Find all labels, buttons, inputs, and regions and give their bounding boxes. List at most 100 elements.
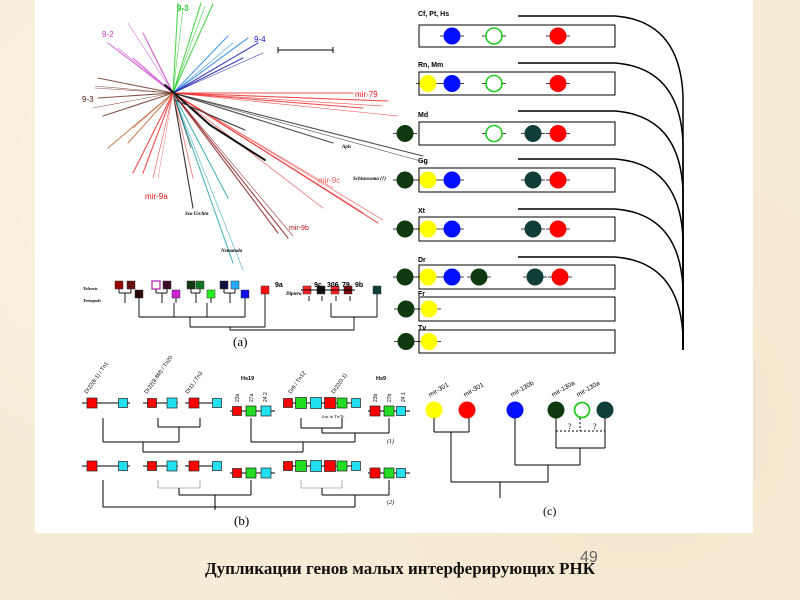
question-mark: ? — [593, 422, 597, 431]
gene-circle — [443, 220, 461, 238]
tree-branch — [92, 92, 174, 109]
gene-circle-open — [485, 27, 503, 45]
tree-branch — [172, 37, 249, 94]
label-schistosoma: Schistosoma (?) — [353, 177, 386, 182]
label-mir-9c: mir-9c — [318, 176, 340, 185]
tree-branch — [172, 92, 389, 102]
label-tetrapods: Tetrapods — [83, 298, 101, 303]
gene-box — [396, 406, 406, 416]
tree-branch — [172, 42, 259, 94]
label-dr22-01: Dr22(0.1) — [331, 373, 349, 396]
label-teleosts: Teleosts — [83, 286, 98, 291]
label-apis: Apis — [341, 145, 351, 150]
gene-circle — [443, 27, 461, 45]
tree-branch — [127, 92, 174, 144]
label-mir-79: mir-79 — [355, 90, 378, 99]
gene-circle — [526, 268, 544, 286]
label-gene: mir-130a — [551, 380, 577, 399]
species-label: Cf, Pt, Hs — [418, 11, 449, 18]
tree-branch — [172, 92, 334, 189]
label-306: 306 — [327, 282, 339, 289]
label-hs9-gene: 23b — [373, 393, 379, 402]
label-nematoda: Nematoda — [220, 249, 243, 254]
gene-box — [383, 405, 395, 417]
gene-box — [114, 280, 124, 290]
tree-branch — [172, 2, 202, 94]
label-9-3-left: 9-3 — [82, 95, 94, 104]
tree-branch — [172, 92, 334, 144]
gene-box — [219, 280, 229, 290]
gene-circle — [420, 300, 438, 318]
species-label: Rn, Mm — [418, 62, 443, 69]
gene-box — [260, 467, 272, 479]
gene-box — [336, 397, 348, 409]
tree-branch — [157, 92, 174, 179]
gene-circle — [420, 333, 438, 350]
panel-a-legend: Teleosts Tetrapods 9a Diptera 9c 306 79 … — [83, 280, 382, 331]
tree-branch — [142, 92, 174, 174]
gene-circle — [397, 333, 415, 350]
label-hs9-gene: 24.1 — [401, 392, 407, 402]
species-row-box — [418, 296, 616, 322]
label-gene: mir-301 — [428, 381, 451, 398]
gene-box — [188, 460, 200, 472]
species-label: Xt — [418, 208, 426, 215]
gene-circle — [458, 401, 476, 419]
label-9a: 9a — [275, 282, 283, 289]
species-row-box — [418, 329, 616, 354]
gene-box — [283, 398, 293, 408]
species-row-box — [418, 24, 616, 48]
label-9-3-top: 9-3 — [177, 4, 189, 13]
species-tree-branch — [518, 110, 684, 350]
gene-circle — [524, 171, 542, 189]
tree-branch — [172, 92, 384, 107]
tree-branch — [172, 92, 289, 239]
gene-box — [351, 461, 361, 471]
tree-branch — [127, 22, 174, 94]
gene-box — [295, 460, 307, 472]
gene-circle — [419, 75, 437, 92]
gene-box — [351, 398, 361, 408]
label-79: 79 — [342, 282, 350, 289]
gene-box — [186, 280, 196, 290]
gene-box — [240, 289, 250, 299]
gene-box — [324, 460, 336, 472]
gene-box — [151, 280, 161, 290]
page-number: 49 — [580, 549, 598, 566]
gene-box — [147, 398, 157, 408]
gene-box — [171, 289, 181, 299]
tree-branch — [172, 52, 264, 94]
label-9c: 9c — [314, 282, 322, 289]
label-hs19-gene: 24.2 — [263, 392, 269, 402]
label-hs19: Hs19 — [241, 376, 254, 382]
tree-branch — [172, 7, 184, 94]
tree-branch — [94, 87, 174, 94]
gene-circle-open — [485, 124, 503, 143]
tree-core — [209, 124, 266, 161]
label-lost: lost in Tn/Tr — [322, 414, 345, 419]
gene-box — [86, 460, 98, 472]
gene-box — [245, 405, 257, 417]
slide-title: Дупликации генов малых интерферирующих Р… — [204, 559, 596, 578]
gene-box — [283, 461, 293, 471]
label-dr11: Dr11 / Tn3 — [185, 371, 205, 395]
label-hs19-gene: 27a — [249, 393, 255, 402]
gene-box — [206, 289, 216, 299]
species-label: Dr — [418, 257, 426, 264]
row-marker-2: (2) — [387, 499, 394, 506]
tree-branch — [102, 92, 174, 117]
gene-box — [166, 460, 178, 472]
gene-circle — [549, 125, 567, 142]
question-mark: ? — [568, 422, 572, 431]
label-dr22-61: Dr22(6.1) / Tn1 — [84, 361, 110, 395]
gene-box — [118, 461, 128, 471]
tree-branch — [172, 92, 424, 157]
tree-branch — [172, 57, 244, 94]
gene-circle — [397, 300, 415, 318]
tree-branch — [147, 42, 174, 94]
tree-branch — [152, 92, 174, 179]
tree-branch — [172, 92, 194, 179]
tree-branch — [172, 35, 229, 94]
gene-box — [188, 397, 200, 409]
